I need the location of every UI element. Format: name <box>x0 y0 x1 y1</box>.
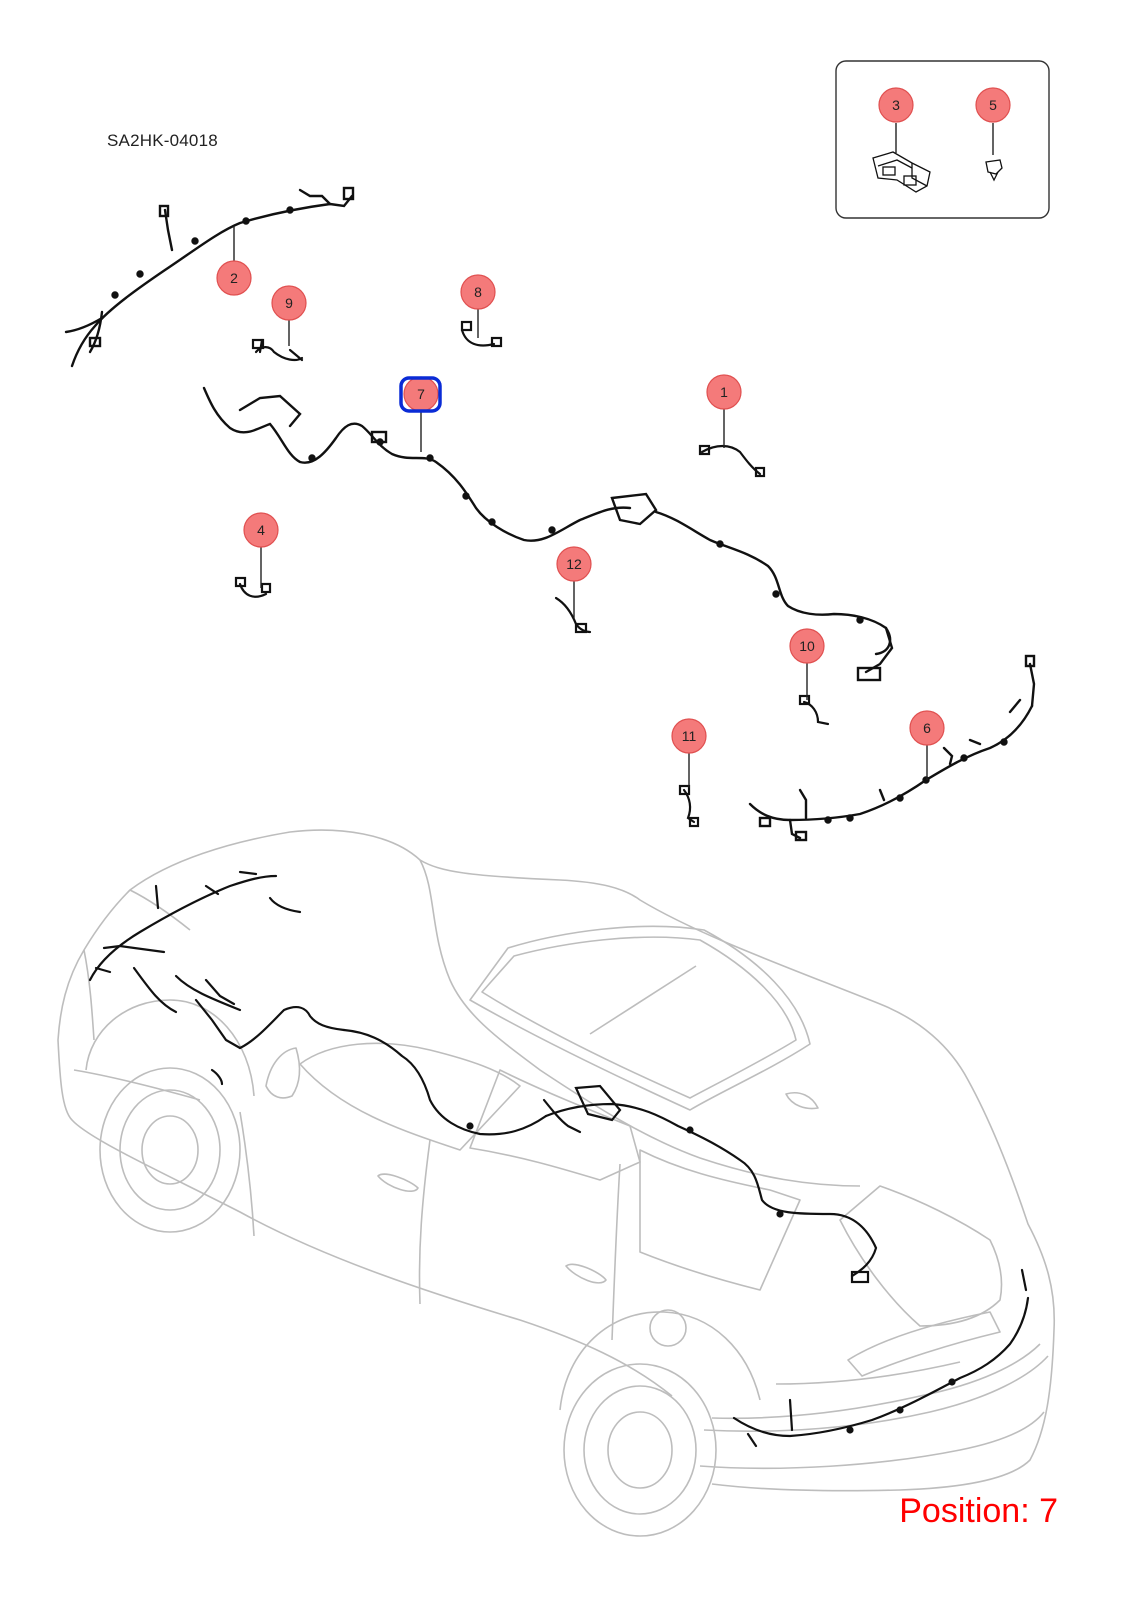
vehicle-harness-overlay <box>88 870 1030 1448</box>
part-4-harness <box>234 576 272 598</box>
callout-7-label: 7 <box>417 386 425 402</box>
position-readout: Position: 7 <box>899 1492 1058 1530</box>
harness-2 <box>64 186 355 368</box>
callout-11[interactable]: 11 <box>671 718 707 754</box>
callout-10-label: 10 <box>799 638 815 654</box>
clip-icon <box>985 159 1003 182</box>
diagram-code: SA2HK-04018 <box>107 131 218 150</box>
callout-12-label: 12 <box>566 556 582 572</box>
part-12-harness <box>554 596 592 634</box>
callout-5[interactable]: 5 <box>975 87 1011 123</box>
callout-4[interactable]: 4 <box>243 512 279 548</box>
callout-12[interactable]: 12 <box>556 546 592 582</box>
callout-3-label: 3 <box>892 97 900 113</box>
harness-7 <box>202 386 894 682</box>
inset-box <box>835 60 1050 219</box>
callout-5-label: 5 <box>989 97 997 113</box>
callout-8-label: 8 <box>474 284 482 300</box>
selection-outline <box>399 376 442 413</box>
part-9-harness <box>251 338 304 362</box>
part-1-harness <box>698 444 766 478</box>
harness-6 <box>748 654 1036 842</box>
callout-4-label: 4 <box>257 522 265 538</box>
control-module-icon <box>872 151 931 193</box>
callout-8[interactable]: 8 <box>460 274 496 310</box>
callout-11-label: 11 <box>682 728 697 744</box>
vehicle-outline <box>57 829 1056 1537</box>
callout-7[interactable]: 7 <box>399 376 442 413</box>
part-8-harness <box>460 320 503 348</box>
callout-9-label: 9 <box>285 295 293 311</box>
part-11-harness <box>678 784 700 828</box>
callout-2-label: 2 <box>230 270 238 286</box>
part-10-harness <box>798 694 830 726</box>
callout-6[interactable]: 6 <box>909 710 945 746</box>
callout-1[interactable]: 1 <box>706 374 742 410</box>
callout-1-label: 1 <box>720 384 728 400</box>
callout-9[interactable]: 9 <box>271 285 307 321</box>
callout-2[interactable]: 2 <box>216 260 252 296</box>
callout-10[interactable]: 10 <box>789 628 825 664</box>
callout-6-label: 6 <box>923 720 931 736</box>
callout-3[interactable]: 3 <box>878 87 914 123</box>
